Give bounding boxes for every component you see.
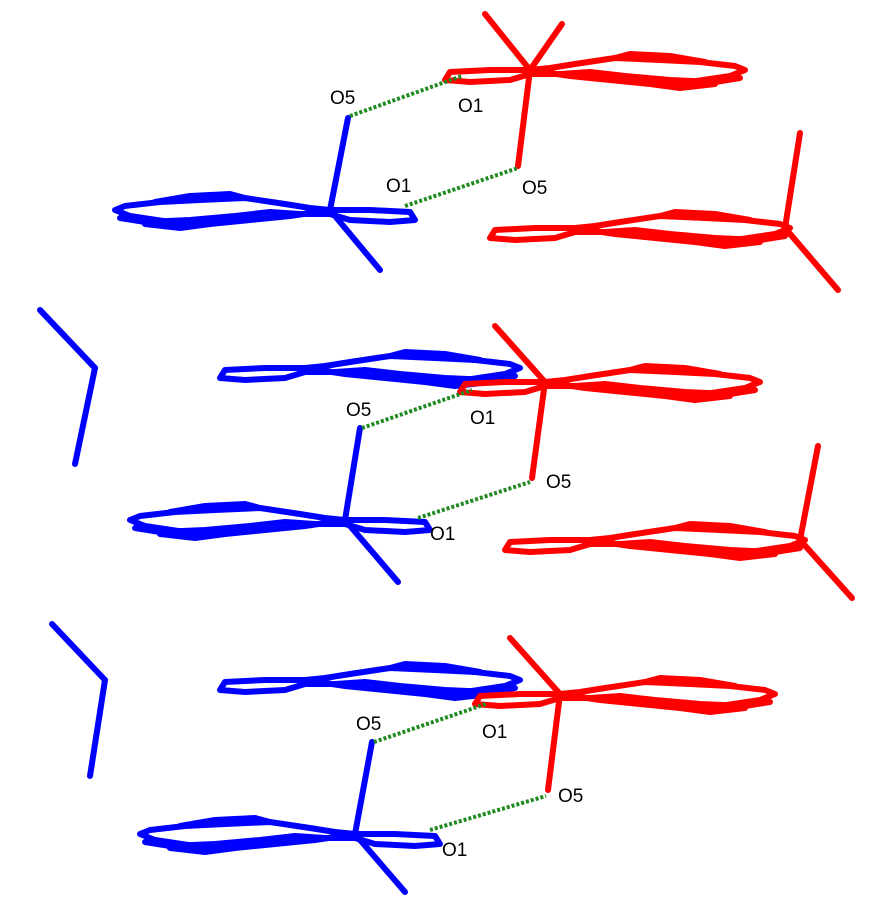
molecule-a-bottom [140,739,440,895]
atom-label-o5: O5 [346,400,371,421]
atom-label-o5: O5 [522,178,547,199]
hydrogen-bond-o5-o1-bottom [373,702,487,744]
atom-label-o1: O1 [482,722,507,743]
atom-label-o1: O1 [458,96,483,117]
molecule-b-right-middle [505,443,855,601]
molecule-b-bottom [475,635,775,793]
atom-label-o5: O5 [546,472,571,493]
hydrogen-bond-o1-o5-top [404,166,519,208]
atom-label-o1: O1 [442,840,467,861]
molecule-a-middle [130,425,430,585]
hydrogen-bond-o5-o1-middle [361,388,473,430]
hydrogen-bond-o5-o1-top [349,74,463,118]
hydrogen-bond-o1-o5-bottom [429,794,547,832]
molecule-b-right-top [490,130,841,293]
atom-label-o5: O5 [356,714,381,735]
molecule-b-top [445,11,745,169]
atom-label-o1: O1 [386,176,411,197]
atom-label-o5: O5 [558,786,583,807]
hydrogen-bond-o1-o5-middle [417,480,531,520]
atom-label-o5: O5 [330,88,355,109]
atom-label-o1: O1 [470,408,495,429]
molecule-a-top [115,115,415,273]
molecule-b-middle [460,323,760,481]
molecule-a-left-bottom [49,621,520,779]
atom-label-o1: O1 [430,524,455,545]
molecule-a-left-middle [37,307,520,467]
